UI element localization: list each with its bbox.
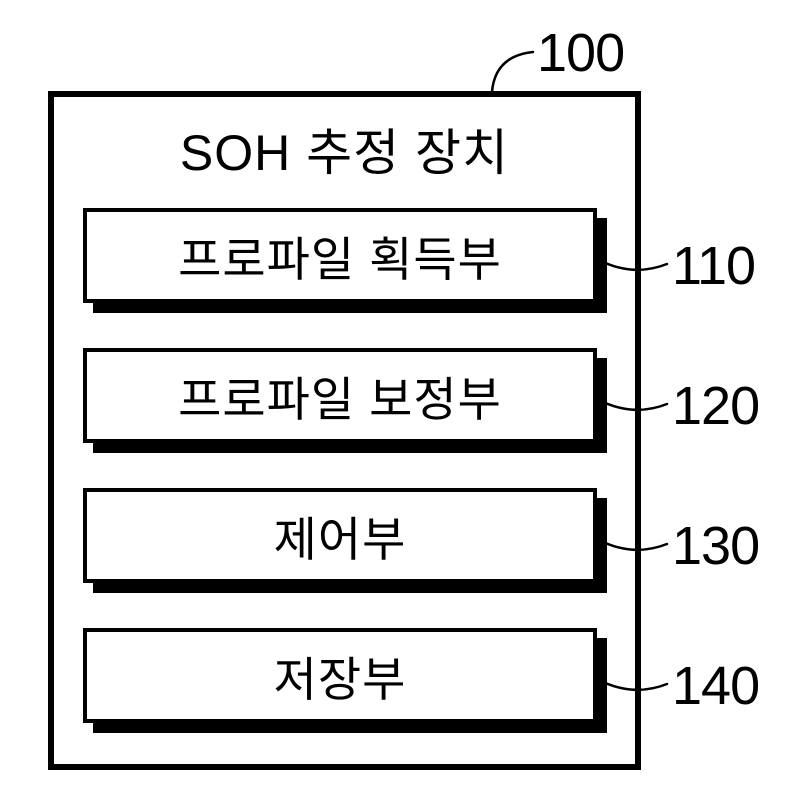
device-title: SOH 추정 장치 xyxy=(179,125,510,181)
ref-numeral-100: 100 xyxy=(537,23,625,83)
block-profile-acquisition-unit: 프로파일 획득부 xyxy=(83,208,597,303)
ref-numeral-120: 120 xyxy=(672,376,760,436)
leader-line-100 xyxy=(490,50,535,94)
block-profile-acquisition-label: 프로파일 획득부 xyxy=(178,233,502,286)
block-control-unit: 제어부 xyxy=(83,488,597,583)
block-storage-unit: 저장부 xyxy=(83,628,597,723)
block-storage-unit-label: 저장부 xyxy=(273,653,407,706)
device-box: SOH 추정 장치 xyxy=(48,91,641,770)
ref-numeral-110: 110 xyxy=(672,236,756,296)
block-profile-correction-unit: 프로파일 보정부 xyxy=(83,348,597,443)
block-control-unit-label: 제어부 xyxy=(273,513,407,566)
ref-numeral-130: 130 xyxy=(672,516,760,576)
ref-numeral-140: 140 xyxy=(672,656,760,716)
block-profile-correction-label: 프로파일 보정부 xyxy=(178,373,502,426)
